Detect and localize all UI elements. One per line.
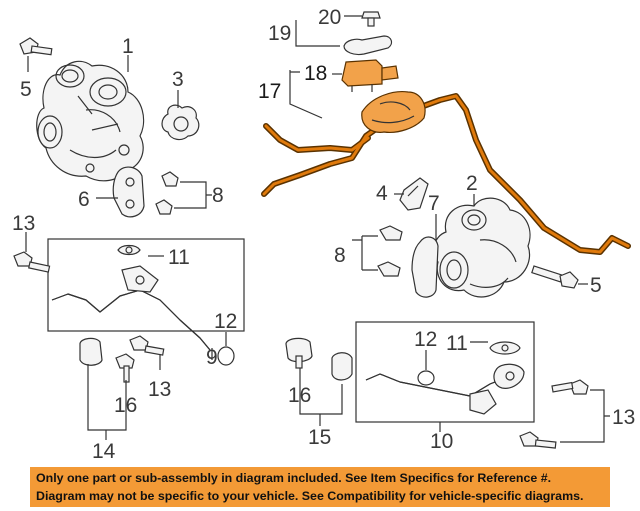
bolt-5-top-left bbox=[19, 37, 53, 56]
callout-5-right: 5 bbox=[590, 274, 602, 297]
bolts-8-right bbox=[377, 225, 403, 277]
pressure-sensor-18 bbox=[341, 59, 399, 92]
gasket-3 bbox=[161, 104, 200, 141]
oil-feed-tube-highlighted bbox=[261, 91, 631, 255]
bracket-19 bbox=[343, 35, 393, 56]
callout-6: 6 bbox=[78, 188, 90, 211]
callout-18: 18 bbox=[304, 62, 327, 85]
turbocharger-right bbox=[433, 197, 531, 298]
bolt-13-right-bottom bbox=[519, 431, 557, 449]
callout-13-left: 13 bbox=[12, 212, 35, 235]
bushing-15 bbox=[331, 352, 353, 381]
callout-7: 7 bbox=[428, 192, 440, 215]
bracket-4 bbox=[399, 177, 429, 211]
bracket-6 bbox=[112, 166, 145, 218]
bolt-13-left bbox=[13, 251, 51, 273]
bolt-5-right bbox=[531, 265, 579, 289]
turbocharger-top-left bbox=[36, 60, 145, 182]
disclaimer-line-2: Diagram may not be specific to your vehi… bbox=[36, 489, 584, 503]
callout-12-right: 12 bbox=[414, 328, 437, 351]
bolts-8-top bbox=[155, 171, 179, 215]
callout-8-right: 8 bbox=[334, 244, 346, 267]
oil-return-tube-9 bbox=[51, 244, 211, 351]
callout-1: 1 bbox=[122, 35, 134, 58]
callout-10: 10 bbox=[430, 430, 453, 453]
callout-11-right: 11 bbox=[446, 332, 468, 355]
stud-16-left bbox=[115, 353, 135, 383]
callout-19: 19 bbox=[268, 22, 291, 45]
oil-return-tube-10 bbox=[365, 341, 525, 415]
bracket-7 bbox=[411, 236, 439, 298]
callout-16-left: 16 bbox=[114, 394, 137, 417]
box-assembly-10 bbox=[355, 321, 535, 423]
bushing-14 bbox=[79, 337, 103, 366]
oring-12-left bbox=[217, 346, 235, 366]
callout-9: 9 bbox=[206, 346, 218, 369]
disclaimer-line-1: Only one part or sub-assembly in diagram… bbox=[36, 471, 552, 485]
callout-11-left: 11 bbox=[168, 246, 190, 269]
stud-16-center bbox=[285, 337, 313, 369]
disclaimer-banner: Only one part or sub-assembly in diagram… bbox=[30, 467, 610, 507]
callout-5-top-left: 5 bbox=[20, 78, 32, 101]
callout-13-bottom: 13 bbox=[148, 378, 171, 401]
box-assembly-9 bbox=[47, 238, 245, 332]
fastener-20 bbox=[361, 11, 381, 27]
callout-20: 20 bbox=[318, 6, 341, 29]
bolt-13-right-top bbox=[551, 379, 589, 395]
callout-2: 2 bbox=[466, 172, 478, 195]
callout-17: 17 bbox=[258, 80, 281, 103]
bolt-13-bottom bbox=[129, 335, 165, 356]
callout-13-right: 13 bbox=[612, 406, 635, 429]
callout-4: 4 bbox=[376, 182, 388, 205]
callout-3: 3 bbox=[172, 68, 184, 91]
callout-16-center: 16 bbox=[288, 384, 311, 407]
callout-15: 15 bbox=[308, 426, 331, 449]
oring-12-right bbox=[417, 370, 435, 386]
callout-12-left: 12 bbox=[214, 310, 237, 333]
callout-14: 14 bbox=[92, 440, 116, 463]
callout-8-top: 8 bbox=[212, 184, 224, 207]
